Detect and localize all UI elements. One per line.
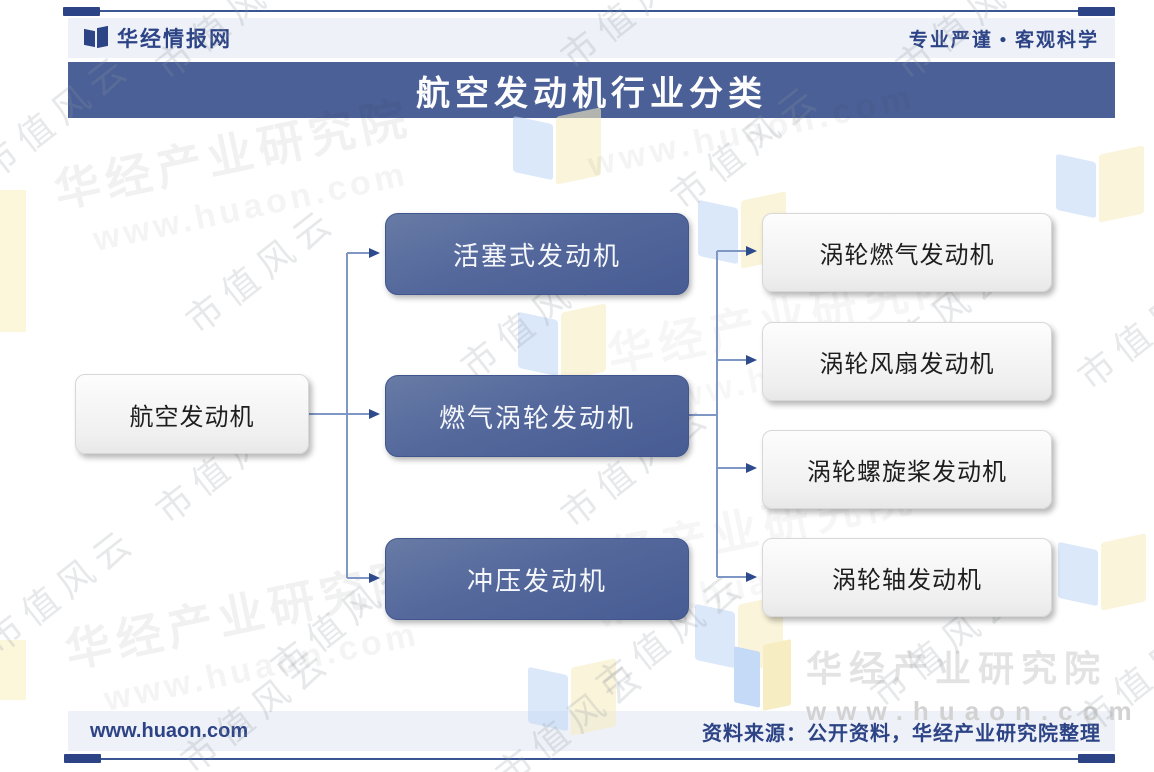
node-leaf-turbofan: 涡轮风扇发动机	[762, 322, 1052, 401]
watermark-org-name: 华经产业研究院	[806, 648, 1108, 689]
brand-name: 华经情报网	[117, 27, 232, 51]
header-slogan: 专业严谨 • 客观科学	[908, 29, 1099, 51]
node-root: 航空发动机	[75, 374, 309, 454]
brand: 华经情报网	[84, 23, 232, 53]
node-leaf-turbojet: 涡轮燃气发动机	[762, 213, 1052, 292]
top-rule	[63, 10, 1115, 12]
bottom-rule	[64, 758, 1115, 760]
top-rule-left-cap	[63, 7, 100, 16]
node-branch-piston: 活塞式发动机	[385, 213, 689, 295]
title-bar: 航空发动机行业分类	[68, 62, 1115, 118]
watermark-bottom-right: 华经产业研究院 www.huaon.com	[734, 639, 1142, 727]
page-title: 航空发动机行业分类	[416, 75, 767, 113]
bottom-rule-right-cap	[1078, 754, 1115, 763]
top-rule-right-cap	[1078, 7, 1115, 16]
edge-watermark-strip	[0, 190, 26, 332]
node-leaf-turboprop: 涡轮螺旋桨发动机	[762, 430, 1052, 509]
node-branch-ramjet: 冲压发动机	[385, 538, 689, 620]
header-band: 华经情报网 专业严谨 • 客观科学	[68, 18, 1115, 58]
node-leaf-turboshaft: 涡轮轴发动机	[762, 538, 1052, 617]
footer-site-url: www.huaon.com	[90, 719, 249, 742]
node-branch-gas-turbine: 燃气涡轮发动机	[385, 375, 689, 457]
edge-watermark-strip	[0, 640, 26, 700]
footer-source-note: 资料来源：公开资料，华经产业研究院整理	[702, 722, 1101, 745]
bottom-rule-left-cap	[64, 754, 101, 763]
watermark-org-url: www.huaon.com	[806, 696, 1142, 726]
